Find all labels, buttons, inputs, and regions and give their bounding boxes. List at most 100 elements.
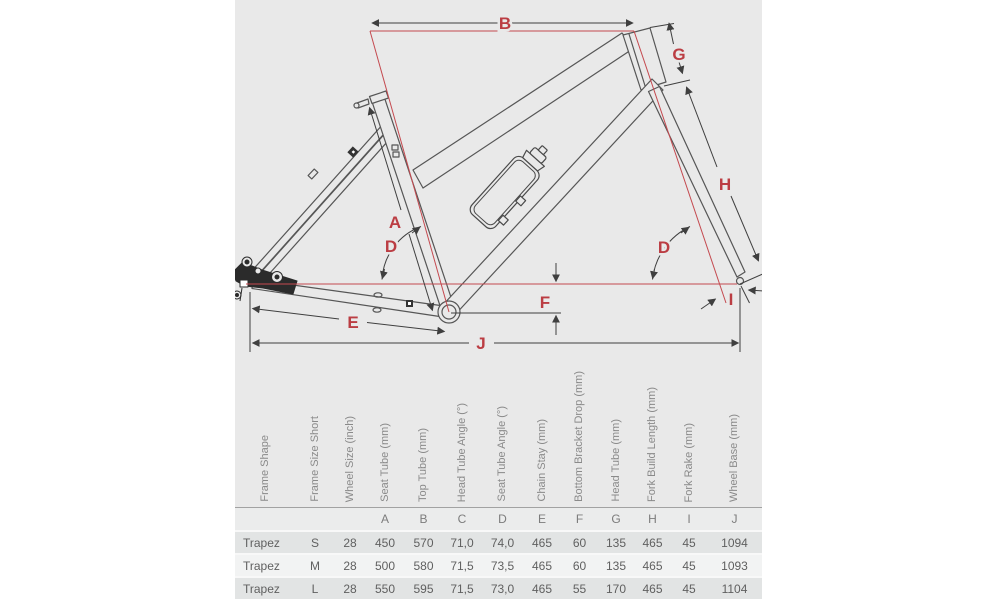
column-header: Top Tube (mm)	[405, 352, 442, 508]
column-header-label: Seat Tube (mm)	[378, 423, 391, 502]
head-tube-axis	[633, 30, 727, 304]
value-cell: 71,5	[442, 576, 482, 599]
geometry-panel: B G H A D D E F I J Frame Shape Frame Siz…	[235, 0, 762, 599]
dimension-letter-cell: H	[634, 507, 671, 531]
fork-blade	[647, 85, 746, 278]
column-header-label: Wheel Base (mm)	[728, 413, 740, 502]
column-header: Fork Build Length (mm)	[634, 352, 671, 508]
column-header: Seat Tube Angle (°)	[482, 352, 523, 508]
column-header: Chain Stay (mm)	[523, 352, 561, 508]
dimension-letter-cell	[235, 507, 295, 531]
value-cell: 580	[405, 553, 442, 577]
value-cell: 135	[598, 530, 634, 554]
value-cell: 28	[335, 553, 365, 577]
column-header-label: Fork Build Length (mm)	[646, 387, 658, 502]
cable-guide-1	[373, 292, 383, 298]
value-cell: 170	[598, 576, 634, 599]
axis-lines	[246, 30, 737, 313]
column-header: Frame Size Short	[295, 352, 335, 508]
label-fork-rake-I: I	[729, 290, 734, 309]
value-cell: M	[295, 553, 335, 577]
label-seat-angle-D: D	[385, 237, 397, 256]
value-cell: 28	[335, 576, 365, 599]
value-cell: 45	[671, 576, 707, 599]
down-tube	[440, 78, 664, 319]
column-header-label: Wheel Size (inch)	[343, 415, 356, 502]
dimension-letter-cell: E	[523, 507, 561, 531]
table-header-row: Frame Shape Frame Size Short Wheel Size (i…	[235, 352, 762, 508]
value-cell: 60	[561, 553, 598, 577]
dimension-letter-cell: D	[482, 507, 523, 531]
value-cell: 450	[365, 530, 405, 554]
value-cell: 73,5	[482, 553, 523, 577]
stay-bolt-dot	[351, 150, 356, 154]
head-tube	[622, 27, 667, 91]
dimension-labels: B G H A D D E F I J	[345, 12, 736, 353]
label-chain-stay-E: E	[347, 313, 358, 332]
column-header-label: Frame Size Short	[308, 416, 321, 502]
label-top-tube-B: B	[499, 14, 511, 33]
dimension-letter-cell: J	[707, 507, 762, 531]
dimension-letter-cell	[335, 507, 365, 531]
value-cell: 28	[335, 530, 365, 554]
dimension-letter-cell: B	[405, 507, 442, 531]
value-cell: 595	[405, 576, 442, 599]
seat-tube-boss-2	[392, 151, 400, 158]
column-header: Bottom Bracket Drop (mm)	[561, 352, 598, 508]
value-cell: 45	[671, 553, 707, 577]
column-header: Wheel Size (inch)	[335, 352, 365, 508]
seat-clamp-bolt	[353, 102, 360, 109]
frame-shape-cell: Trapez	[235, 576, 295, 599]
value-cell: 465	[634, 553, 671, 577]
dimension-letter-cell: G	[598, 507, 634, 531]
value-cell: 60	[561, 530, 598, 554]
seat-tube-boss-1	[391, 144, 399, 151]
dimension-letter-cell: I	[671, 507, 707, 531]
seat-tube	[370, 93, 456, 315]
seat-stay-tube-far	[254, 127, 396, 284]
value-cell: 465	[523, 576, 561, 599]
column-header-label: Frame Shape	[258, 435, 271, 502]
bike-frame-diagram: B G H A D D E F I J	[235, 12, 762, 353]
column-header-label: Head Tube Angle (°)	[455, 402, 468, 502]
dimension-letter-cell	[295, 507, 335, 531]
column-header-label: Top Tube (mm)	[417, 428, 429, 502]
column-header-label: Head Tube (mm)	[609, 419, 622, 502]
value-cell: 1104	[707, 576, 762, 599]
label-seat-tube-A: A	[389, 213, 401, 232]
label-head-tube-G: G	[672, 45, 685, 64]
value-cell: S	[295, 530, 335, 554]
column-header: Frame Shape	[235, 352, 295, 508]
column-header: Head Tube (mm)	[598, 352, 634, 508]
frame-shape-cell: Trapez	[235, 530, 295, 554]
value-cell: 71,0	[442, 530, 482, 554]
column-header-label: Chain Stay (mm)	[535, 419, 548, 502]
dimension-lines	[249, 19, 762, 352]
dimension-letter-cell: C	[442, 507, 482, 531]
label-wheel-base-J: J	[476, 334, 485, 352]
column-header-label: Bottom Bracket Drop (mm)	[573, 371, 585, 502]
value-cell: 465	[523, 553, 561, 577]
value-cell: 570	[405, 530, 442, 554]
dimension-letter-cell: F	[561, 507, 598, 531]
column-header: Wheel Base (mm)	[707, 352, 762, 508]
value-cell: 465	[634, 530, 671, 554]
label-fork-H: H	[719, 175, 731, 194]
value-cell: 1094	[707, 530, 762, 554]
value-cell: 45	[671, 530, 707, 554]
value-cell: 1093	[707, 553, 762, 577]
geometry-table: Frame Shape Frame Size Short Wheel Size (i…	[235, 352, 762, 599]
value-cell: 74,0	[482, 530, 523, 554]
stay-brazeon	[307, 168, 319, 180]
rear-derailleur	[235, 256, 298, 302]
column-header: Seat Tube (mm)	[365, 352, 405, 508]
seat-tube-axis	[369, 30, 450, 313]
value-cell: L	[295, 576, 335, 599]
label-head-angle-D: D	[658, 238, 670, 257]
value-cell: 465	[634, 576, 671, 599]
